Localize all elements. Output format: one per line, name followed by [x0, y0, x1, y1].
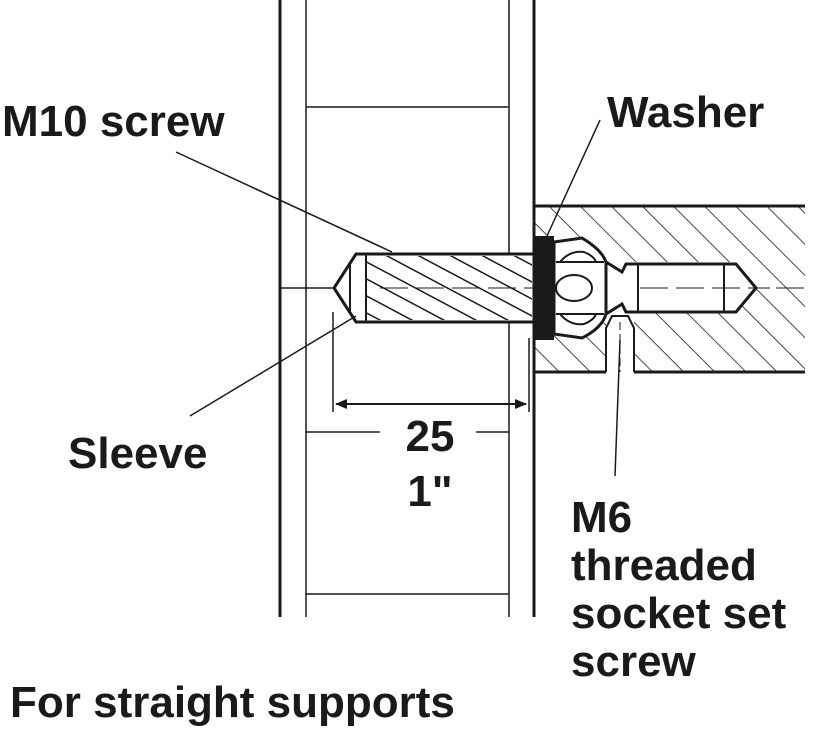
leader-set-screw: [614, 339, 621, 477]
label-set-screw-3: socket set: [571, 589, 787, 638]
label-set-screw-4: screw: [571, 637, 697, 686]
dimension-25mm: [332, 312, 530, 412]
sleeve-screw: [280, 252, 805, 324]
leader-lines: [175, 119, 621, 477]
label-dimension-in: 1": [407, 467, 452, 516]
hex-nut: [552, 236, 608, 340]
dimension-text-bg: [380, 418, 476, 516]
leader-sleeve: [189, 315, 357, 417]
label-dimension-mm: 25: [406, 412, 455, 461]
threaded-stud: [604, 259, 770, 317]
label-set-screw-2: threaded: [571, 541, 757, 590]
label-washer: Washer: [607, 88, 764, 137]
caption: For straight supports: [10, 678, 455, 727]
washer-shape: [534, 236, 554, 340]
label-sleeve: Sleeve: [68, 429, 207, 478]
label-m10-screw: M10 screw: [2, 97, 225, 146]
leader-m10-screw: [175, 151, 393, 253]
label-set-screw-1: M6: [571, 493, 632, 542]
leader-washer: [546, 119, 601, 237]
